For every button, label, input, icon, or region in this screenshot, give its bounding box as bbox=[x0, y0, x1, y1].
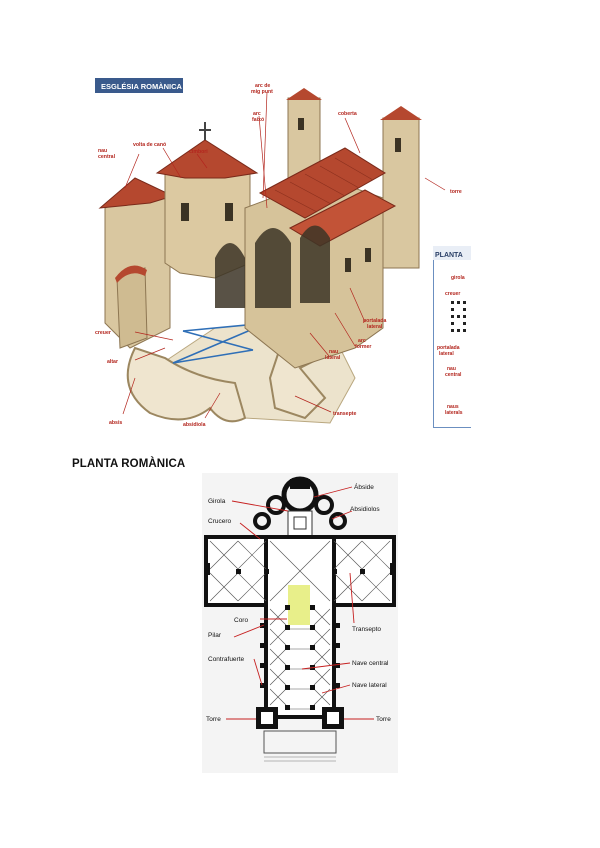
label-creuer: creuer bbox=[95, 330, 111, 336]
right-tower-roof bbox=[380, 106, 422, 120]
label-coberta: coberta bbox=[338, 111, 357, 117]
plan-label-coro: Coro bbox=[234, 617, 248, 624]
title-badge: ESGLÉSIA ROMÀNICA bbox=[101, 82, 183, 91]
plan-label-abside: Ábside bbox=[354, 482, 374, 491]
coro-area bbox=[288, 585, 310, 625]
sanctuary bbox=[288, 511, 312, 539]
label-absis: absis bbox=[109, 420, 122, 426]
section-heading: PLANTA ROMÀNICA bbox=[72, 458, 185, 470]
plan-panel-title: PLANTA bbox=[435, 252, 463, 259]
label-cimbori: cimbori bbox=[189, 149, 208, 155]
plan-label-nave-central: Nave central bbox=[352, 660, 389, 667]
cimbori-roof bbox=[157, 140, 257, 178]
label-transepte: transepte bbox=[333, 411, 356, 417]
plan-label-transepto: Transepto bbox=[352, 626, 381, 633]
plan-label-torre-left: Torre bbox=[206, 716, 221, 723]
plan-label-pilar: Pilar bbox=[208, 632, 222, 639]
nave-walls bbox=[266, 537, 334, 717]
nave-window-2 bbox=[365, 248, 371, 262]
cimbori-window-1 bbox=[181, 203, 189, 221]
label-absidiola: absidiola bbox=[183, 422, 206, 428]
plan-label-nave-lateral: Nave lateral bbox=[352, 682, 387, 689]
tower-right-inner bbox=[327, 712, 339, 724]
plan-label-contrafuerte: Contrafuerte bbox=[208, 656, 245, 663]
plan-label-girola: Girola bbox=[208, 498, 226, 505]
plan-panel-border bbox=[434, 247, 472, 428]
tower-left-inner bbox=[261, 712, 273, 724]
nave-window-1 bbox=[345, 258, 351, 272]
plan-label-girola: girola bbox=[451, 275, 465, 281]
plan-label-absidiolos: Absidiolos bbox=[350, 506, 380, 513]
left-tower-window bbox=[298, 118, 304, 130]
plan-label-creuer: creuer bbox=[445, 291, 460, 297]
romanesque-floor-plan: Ábside Girola Absidiolos Crucero Coro Tr… bbox=[202, 473, 398, 773]
label-torre: torre bbox=[450, 189, 462, 195]
right-tower-window bbox=[395, 138, 401, 152]
left-apse bbox=[117, 268, 147, 348]
cimbori-window-2 bbox=[225, 203, 233, 221]
plan-label-crucero: Crucero bbox=[208, 518, 232, 525]
label-altar: altar bbox=[107, 359, 118, 365]
left-tower-roof bbox=[286, 88, 322, 100]
label-volta-de-cano: volta de canó bbox=[133, 142, 166, 148]
plan-label-torre-right: Torre bbox=[376, 716, 391, 723]
